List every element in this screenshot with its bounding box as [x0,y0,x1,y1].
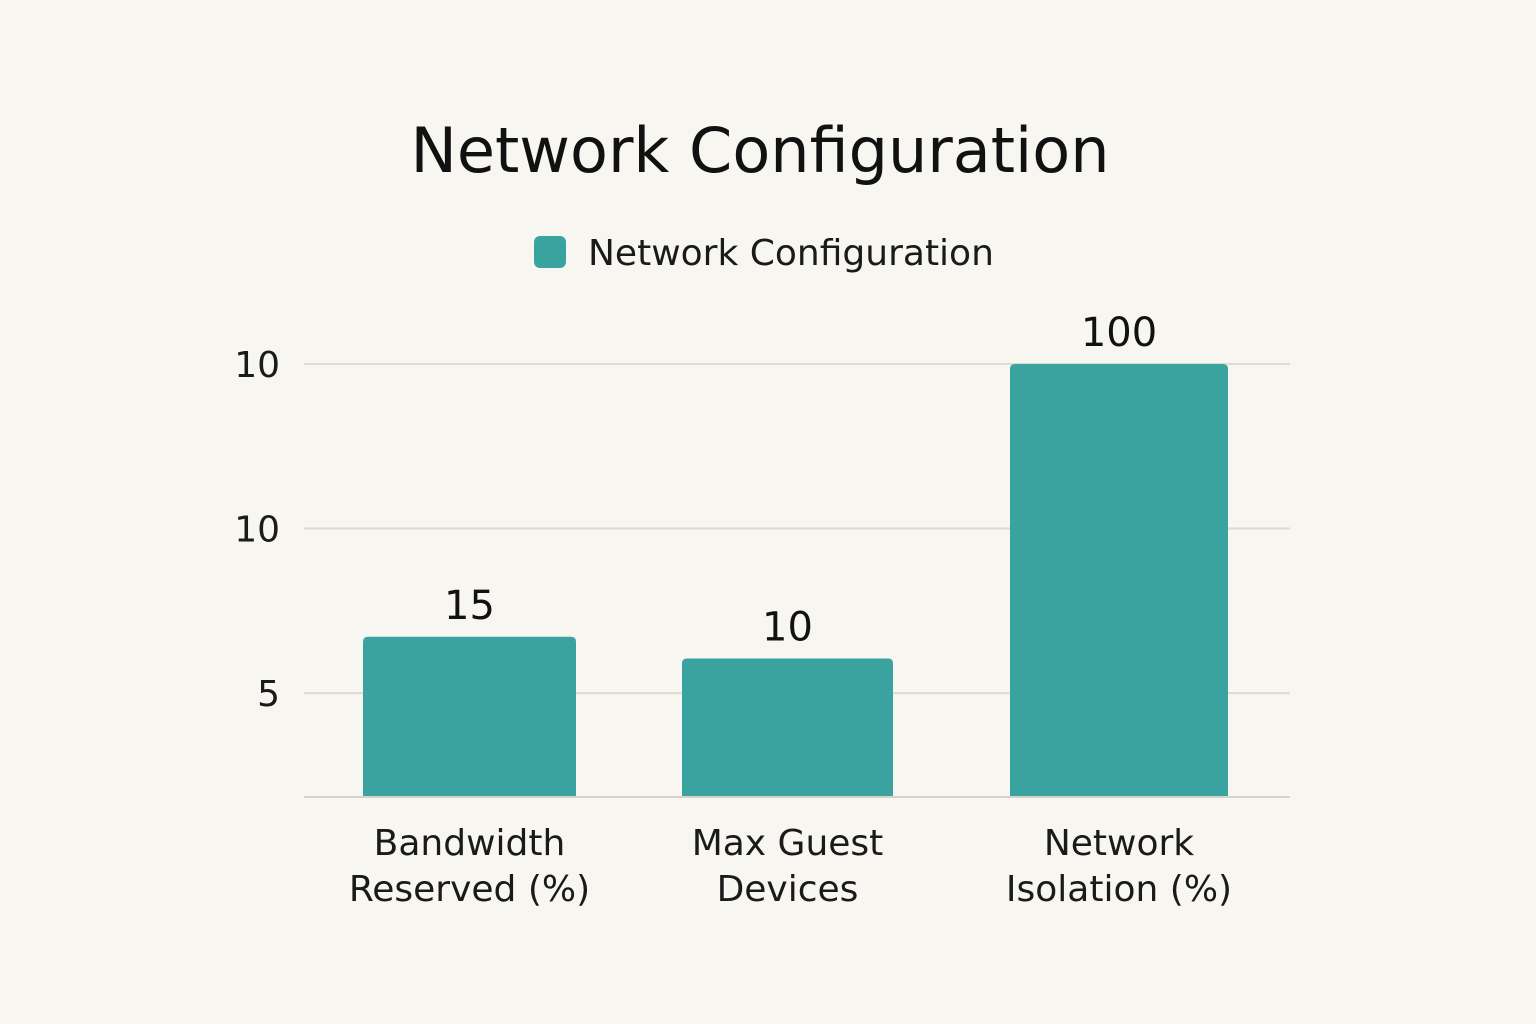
y-tick-label-1: 10 [234,510,280,551]
category-label-2-line-1: Isolation (%) [1006,869,1232,910]
category-label-0-line-1: Reserved (%) [349,869,590,910]
value-labels: 15 10 100 [444,310,1157,650]
y-axis-ticks: 10 10 5 [234,345,280,715]
bar-0 [363,636,576,797]
category-label-2-line-0: Network [1044,823,1194,864]
value-label-1: 10 [762,604,813,650]
value-label-0: 15 [444,583,495,629]
legend: Network Configuration [534,233,994,274]
bars [363,364,1228,797]
legend-swatch [534,236,566,268]
bar-2 [1010,364,1228,797]
category-label-1-line-0: Max Guest [692,823,884,864]
y-tick-label-2: 5 [257,674,280,715]
bar-1 [682,658,893,797]
category-label-1-line-1: Devices [717,869,859,910]
y-tick-label-0: 10 [234,345,280,386]
category-label-0-line-0: Bandwidth [374,823,566,864]
chart-title: Network Configuration [410,114,1109,187]
legend-label: Network Configuration [588,233,994,274]
value-label-2: 100 [1081,310,1157,356]
